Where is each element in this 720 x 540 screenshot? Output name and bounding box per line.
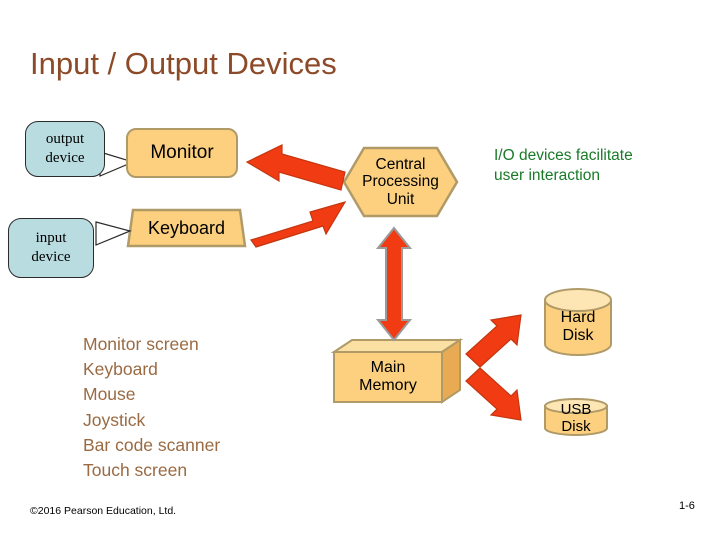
callout-input-line1: input [35, 229, 67, 246]
list-item: Joystick [83, 409, 146, 430]
callout-output-line2: device [45, 150, 85, 166]
callout-output-device: output device [25, 121, 105, 177]
usb-disk-shape [544, 398, 608, 436]
callout-input-device: input device [8, 218, 94, 278]
arrow-memory-harddisk [465, 314, 522, 368]
list-item: Monitor screen [83, 334, 199, 354]
main-memory-shape [330, 338, 464, 404]
io-note-line1: I/O devices facilitate [494, 147, 633, 164]
hard-disk-shape [544, 288, 612, 356]
device-list: Monitor screen Keyboard Mouse Joystick B… [83, 332, 220, 483]
arrow-memory-usbdisk [465, 367, 522, 421]
page-number: 1-6 [679, 500, 695, 512]
list-item: Mouse [83, 384, 136, 405]
page-title: Input / Output Devices [30, 46, 337, 81]
arrow-cpu-memory [375, 226, 413, 342]
arrow-keyboard-to-cpu [250, 201, 347, 248]
callout-output-line1: output [45, 130, 85, 147]
callout-input-line2: device [31, 249, 71, 265]
list-item: Bar code scanner [83, 434, 221, 455]
cpu-shape [342, 146, 459, 218]
copyright-text: ©2016 Pearson Education, Ltd. [30, 505, 177, 517]
arrow-cpu-to-monitor [245, 144, 346, 191]
input-callout-tail [95, 221, 132, 246]
monitor-label: Monitor [150, 142, 214, 163]
io-note: I/O devices facilitate user interaction [494, 146, 709, 187]
monitor-shape-box: Monitor [126, 128, 238, 178]
list-item: Touch screen [83, 459, 188, 480]
io-note-line2: user interaction [494, 167, 600, 185]
list-item: Keyboard [83, 359, 158, 380]
keyboard-shape [126, 208, 247, 248]
